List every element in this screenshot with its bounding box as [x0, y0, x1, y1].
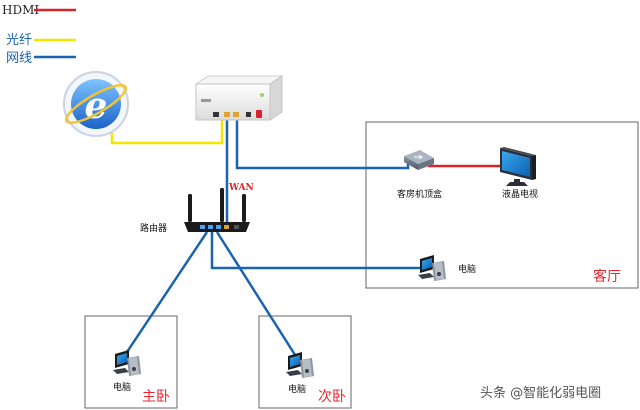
pc-living-label: 电脑 — [458, 263, 476, 275]
router-label: 路由器 — [140, 222, 167, 234]
desktop-pc-icon — [418, 255, 446, 281]
tv-label: 液晶电视 — [502, 188, 538, 200]
lcd-tv-icon — [500, 147, 536, 186]
desktop-pc-icon — [286, 352, 314, 378]
room-living-box — [365, 121, 639, 289]
stb-cable — [235, 118, 410, 170]
optical-modem-icon — [194, 75, 284, 121]
desktop-pc-icon — [113, 350, 141, 376]
wireless-router-icon — [184, 188, 250, 232]
room-living-label: 客厅 — [593, 268, 621, 285]
pc-second-label: 电脑 — [288, 383, 306, 395]
svg-text:e: e — [85, 85, 108, 127]
legend-fiber-label: 光纤 — [6, 33, 32, 48]
legend-hdmi-label: HDMI — [2, 3, 39, 17]
pc-master-label: 电脑 — [113, 381, 131, 393]
set-top-box-icon — [404, 150, 434, 170]
room-master-label: 主卧 — [142, 389, 170, 405]
room-second-label: 次卧 — [318, 389, 346, 405]
watermark: 头条 @智能化弱电圈 — [480, 385, 601, 401]
legend: HDMI 光纤 网线 — [2, 3, 76, 66]
second-pc-cable — [215, 231, 299, 359]
legend-network-label: 网线 — [6, 51, 32, 66]
living-pc-cable — [210, 232, 420, 270]
room-master-box — [84, 315, 178, 409]
wan-label: WAN — [228, 183, 254, 193]
room-second-box — [258, 315, 352, 409]
stb-label: 客房机顶盒 — [397, 188, 442, 200]
master-pc-cable — [123, 231, 209, 356]
ie-globe-icon: e — [63, 71, 129, 137]
